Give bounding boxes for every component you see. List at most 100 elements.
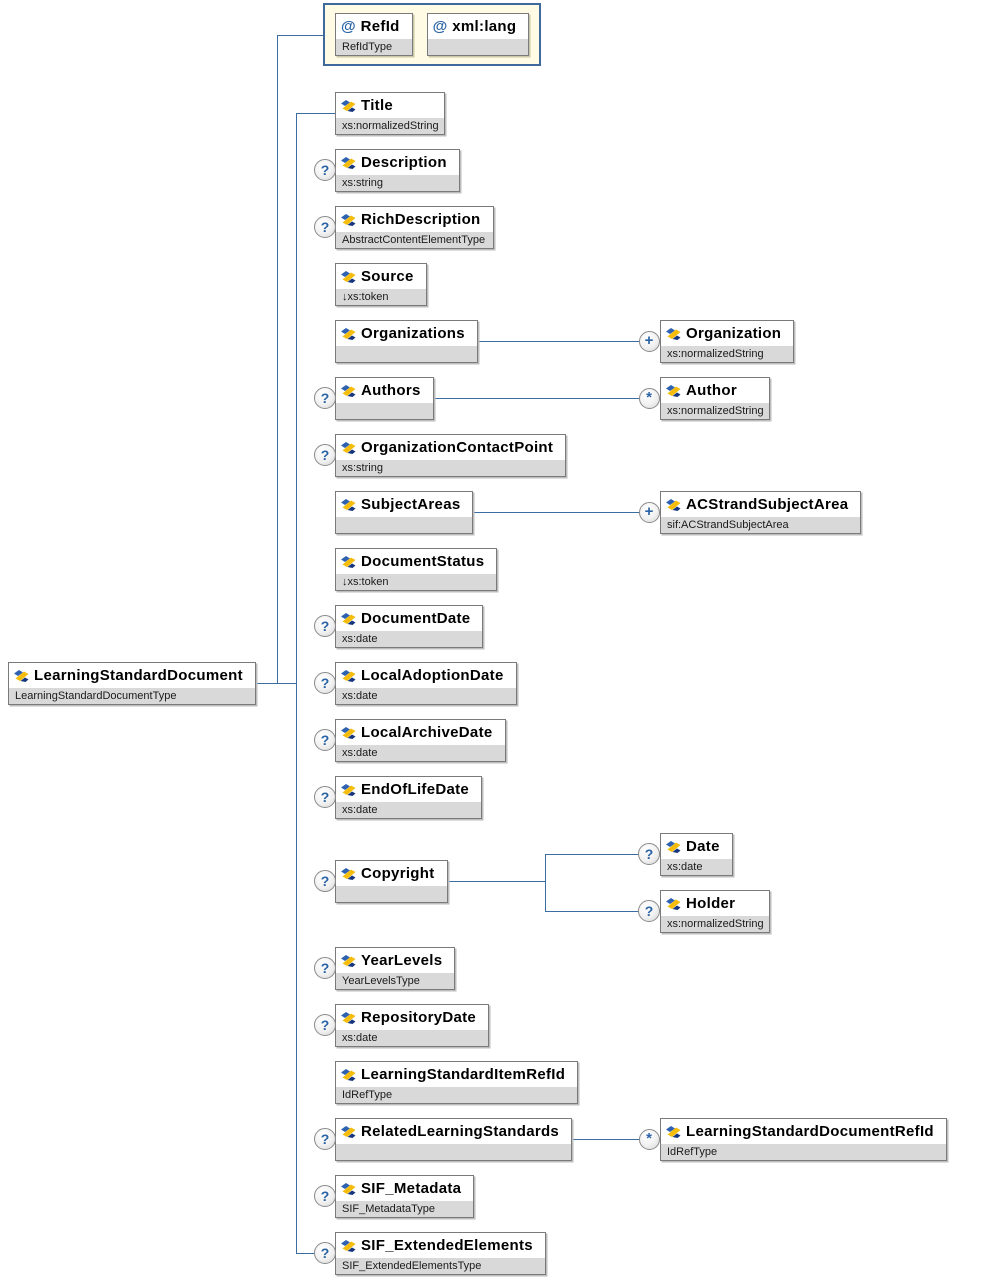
element-name: RepositoryDate: [361, 1009, 477, 1026]
element-name: LearningStandardDocument: [34, 667, 243, 684]
attribute-box-xml-lang[interactable]: @ xml:lang: [426, 13, 530, 56]
optional-indicator: ?: [314, 1242, 336, 1264]
root-connector-line: [240, 683, 296, 684]
element-name: SubjectAreas: [361, 496, 461, 513]
element-box-source[interactable]: Source↓xs:token: [335, 263, 427, 306]
element-name-row: EndOfLifeDate: [336, 777, 482, 802]
element-icon: [341, 555, 356, 568]
element-box-documentstatus[interactable]: DocumentStatus ↓xs:token: [335, 548, 498, 591]
optional-indicator-glyph: ?: [320, 219, 330, 235]
element-icon: [341, 1239, 356, 1252]
element-type: SIF_ExtendedElementsType: [336, 1258, 545, 1274]
element-name: SIF_ExtendedElements: [361, 1237, 533, 1254]
element-icon: [341, 270, 356, 283]
element-name: Authors: [361, 382, 421, 399]
optional-indicator-glyph: ?: [320, 162, 330, 178]
element-icon: [666, 498, 681, 511]
element-type: IdRefType: [661, 1144, 946, 1160]
element-icon: [341, 156, 356, 169]
element-type: xs:normalizedString: [336, 118, 444, 134]
occurrence-indicator: +: [638, 501, 660, 523]
element-name: EndOfLifeDate: [361, 781, 470, 798]
element-name: Description: [361, 154, 447, 171]
optional-indicator: ?: [314, 1128, 336, 1150]
element-name: LocalAdoptionDate: [361, 667, 504, 684]
element-type: ↓xs:token: [336, 574, 497, 590]
attribute-type: [427, 39, 529, 55]
attribute-name-row: @ RefId: [336, 14, 412, 39]
element-name-row: Organization: [661, 321, 794, 346]
element-type: xs:date: [336, 688, 516, 704]
optional-indicator: ?: [314, 729, 336, 751]
element-icon: [666, 1125, 681, 1138]
occurrence-indicator: *: [638, 387, 660, 409]
element-name: DocumentDate: [361, 610, 471, 627]
branch-trunk-line: [545, 854, 546, 911]
element-type: xs:date: [661, 859, 732, 875]
parent-child-connector-line: [340, 398, 649, 399]
element-name-row: Authors: [336, 378, 433, 403]
optional-indicator: ?: [638, 900, 660, 922]
optional-indicator-glyph: ?: [644, 903, 654, 919]
element-type: xs:normalizedString: [661, 916, 769, 932]
optional-indicator: ?: [314, 216, 336, 238]
element-icon: [341, 441, 356, 454]
attribute-box-refid[interactable]: @ RefId RefIdType: [335, 13, 413, 56]
element-box-learningstandarddocument[interactable]: LearningStandardDocument LearningStandar…: [8, 662, 256, 705]
attribute-name: RefId: [360, 18, 400, 35]
element-type: LearningStandardDocumentType: [9, 688, 255, 704]
parent-child-connector-line: [340, 512, 649, 513]
element-name-row: RichDescription: [336, 207, 493, 232]
element-box-organizations[interactable]: Organizations: [335, 320, 478, 363]
element-name-row: DocumentDate: [336, 606, 483, 631]
element-box-date[interactable]: Date xs:date: [660, 833, 733, 876]
attribute-name: xml:lang: [452, 18, 517, 35]
attribute-icon: @: [432, 18, 448, 35]
element-box-localadoptiondate[interactable]: LocalAdoptionDate xs:date: [335, 662, 517, 705]
optional-indicator-glyph: ?: [320, 1131, 330, 1147]
element-name-row: YearLevels: [336, 948, 455, 973]
element-name-row: RepositoryDate: [336, 1005, 489, 1030]
element-name: RelatedLearningStandards: [361, 1123, 560, 1140]
element-icon: [341, 1125, 356, 1138]
element-box-copyright[interactable]: Copyright: [335, 860, 448, 903]
element-box-authors[interactable]: Authors: [335, 377, 434, 420]
element-icon: [341, 612, 356, 625]
element-type: xs:normalizedString: [661, 346, 794, 362]
element-name-row: SubjectAreas: [336, 492, 473, 517]
element-name: DocumentStatus: [361, 553, 485, 570]
element-name-row: LearningStandardItemRefId: [336, 1062, 578, 1087]
element-icon: [341, 867, 356, 880]
element-name: Copyright: [361, 865, 435, 882]
element-box-relatedlearningstandards[interactable]: RelatedLearningStandards: [335, 1118, 573, 1161]
element-name-row: OrganizationContactPoint: [336, 435, 566, 460]
element-icon: [341, 1182, 356, 1195]
element-name-row: Author: [661, 378, 769, 403]
element-name: Date: [686, 838, 720, 855]
element-type: xs:date: [336, 745, 505, 761]
attribute-type: RefIdType: [336, 39, 412, 55]
element-type: [336, 1144, 572, 1160]
element-box-subjectareas[interactable]: SubjectAreas: [335, 491, 474, 534]
optional-indicator-glyph: ?: [320, 873, 330, 889]
occurrence-indicator: +: [638, 330, 660, 352]
element-icon: [341, 783, 356, 796]
optional-indicator: ?: [314, 615, 336, 637]
